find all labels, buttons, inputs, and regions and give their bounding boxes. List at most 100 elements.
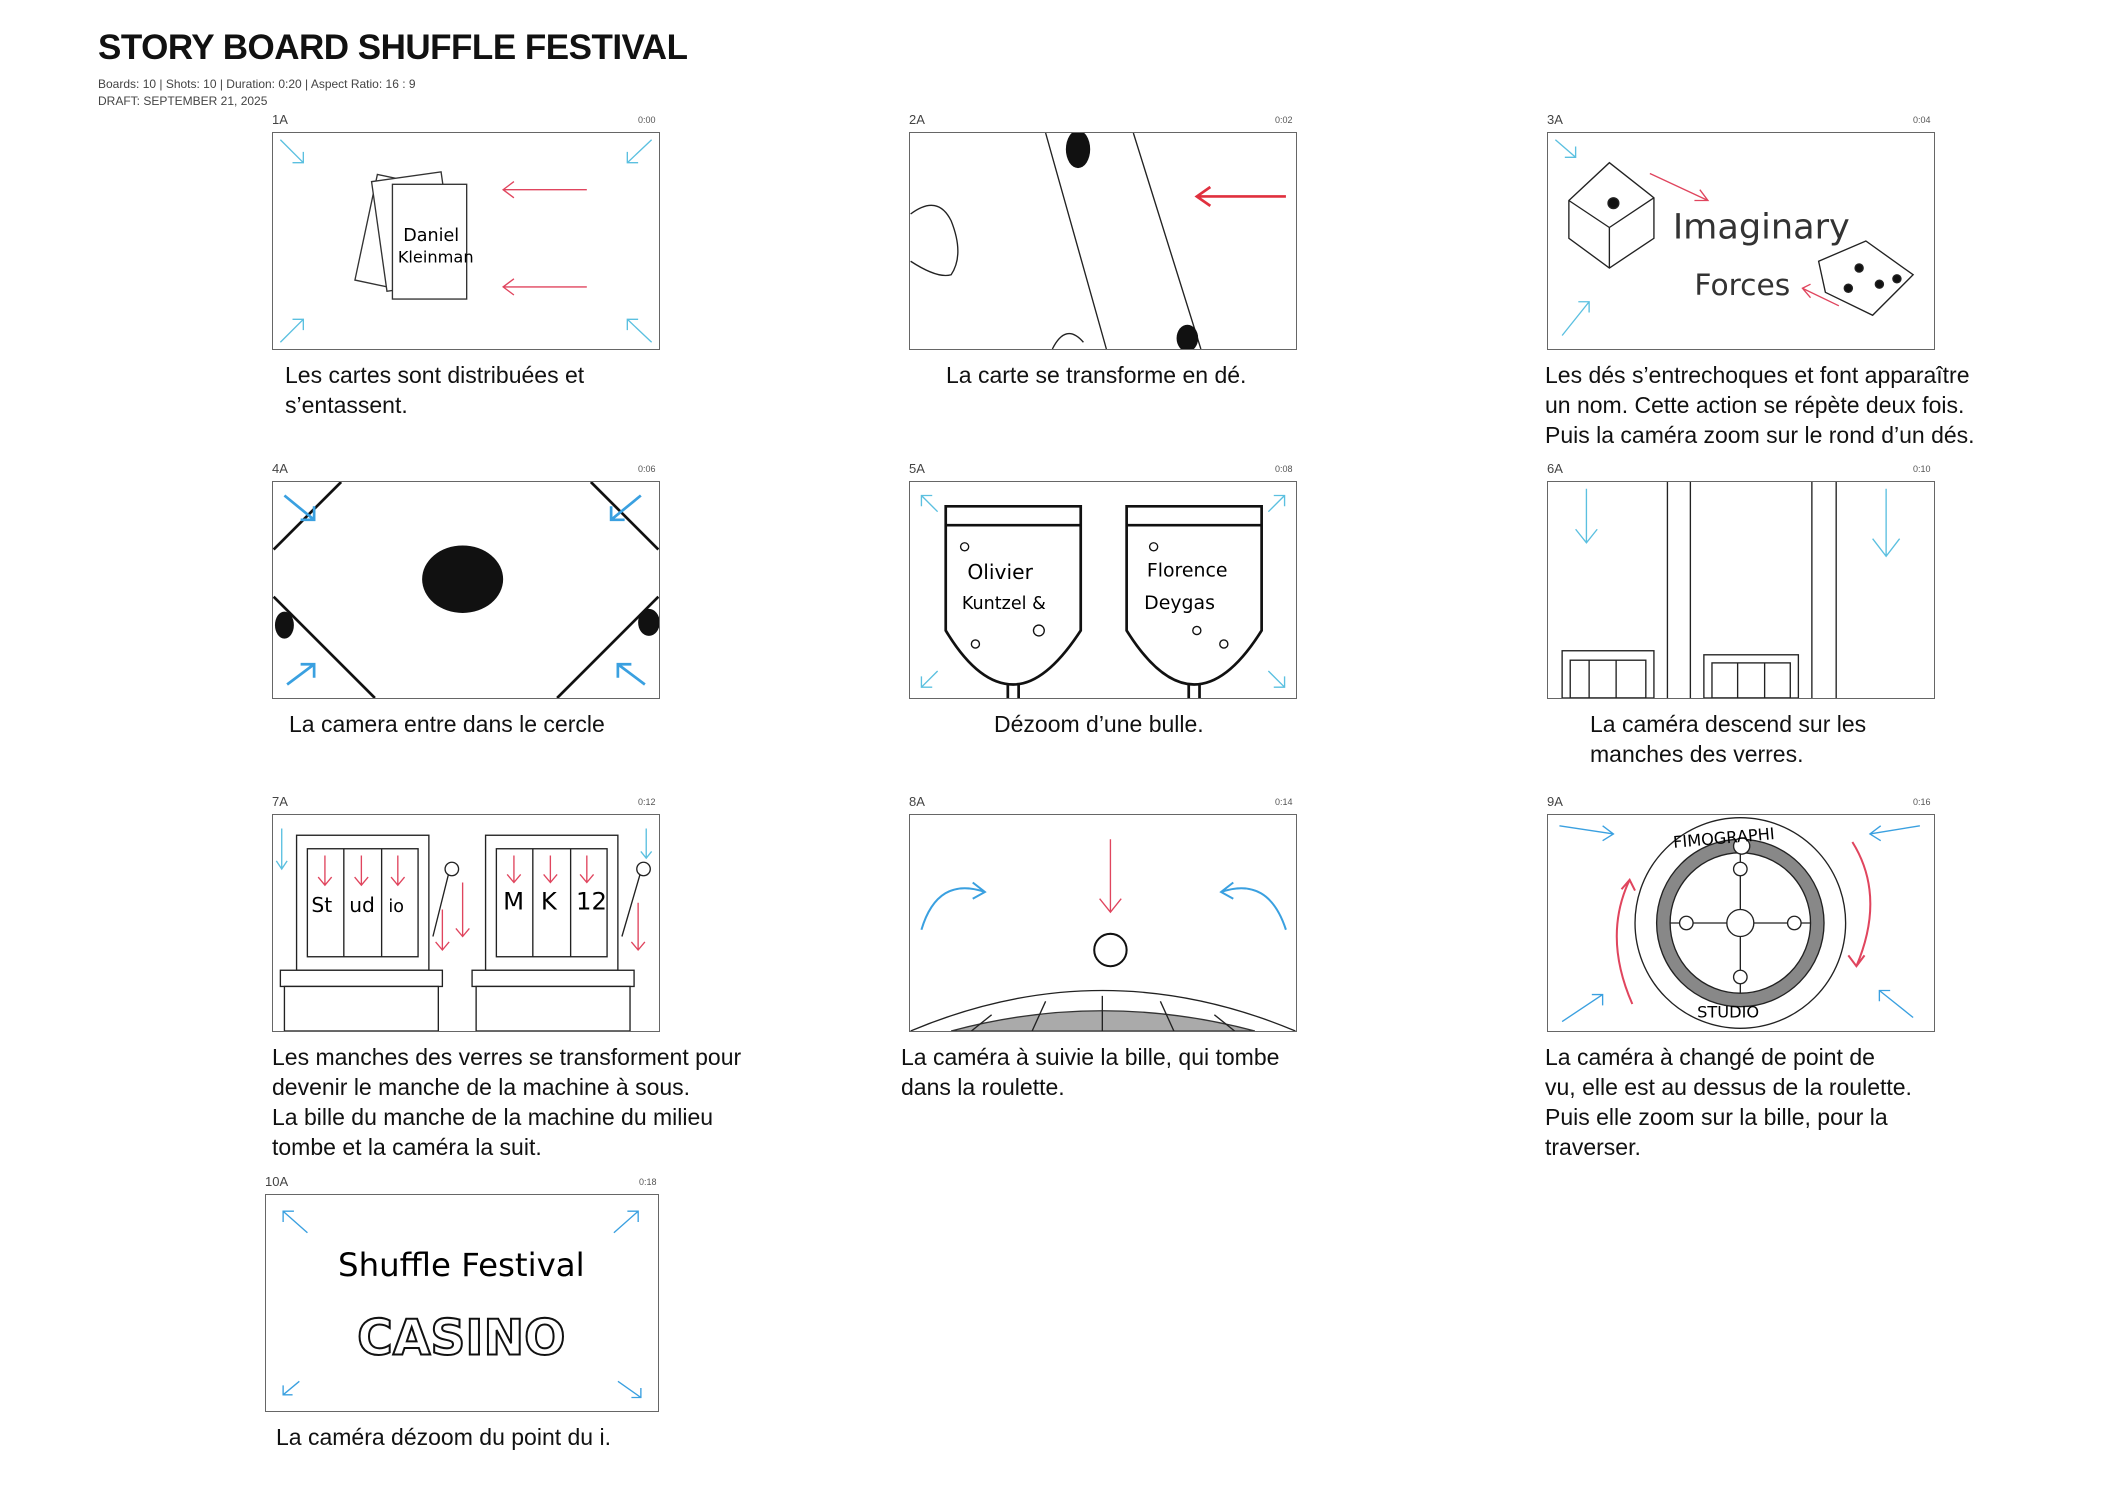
board-timecode: 0:10 [1913, 464, 1931, 474]
camera-arrows-icon [920, 494, 1286, 688]
red-arrow-icon [1194, 185, 1286, 208]
caption-line: un nom. Cette action se répète deux fois… [1545, 392, 1965, 418]
sketch-text: M [503, 887, 524, 916]
board-timecode: 0:12 [638, 797, 656, 807]
board-label: 8A [909, 794, 925, 809]
board-caption: La camera entre dans le cercle [289, 709, 605, 739]
sketch-text: ud [349, 893, 375, 917]
board-frame: Imaginary Forces [1547, 132, 1935, 350]
sketch-glasses: Olivier Kuntzel & Florence Deygas [920, 494, 1286, 698]
board-meta: Boards: 10 | Shots: 10 | Duration: 0:20 … [98, 77, 416, 91]
caption-line: Les manches des verres se transforment p… [272, 1044, 742, 1070]
sketch-text: St [311, 893, 332, 917]
sketch-dice: Imaginary Forces [1554, 139, 1915, 336]
sketch-text: CASINO [357, 1310, 565, 1366]
board-caption: La carte se transforme en dé. [946, 360, 1246, 390]
board-caption: La caméra à suivie la bille, qui tombe da… [901, 1042, 1279, 1102]
caption-line: La caméra descend sur les [1590, 711, 1867, 737]
board-label: 4A [272, 461, 288, 476]
sketch-text: STUDIO [1697, 1003, 1759, 1022]
red-arrow-icon [1649, 172, 1840, 307]
board-timecode: 0:18 [639, 1177, 657, 1187]
camera-arrows-icon [1559, 825, 1920, 1023]
board-caption: Dézoom d’une bulle. [994, 709, 1204, 739]
board-caption: Les manches des verres se transforment p… [272, 1042, 741, 1162]
sketch-text: Kleinman [398, 248, 474, 267]
caption-line: Puis la caméra zoom sur le rond d’un dés… [1545, 422, 1975, 448]
sketch-text: Kuntzel & [962, 594, 1046, 614]
caption-line: Puis elle zoom sur la bille, pour la [1545, 1104, 1888, 1130]
sketch-stems [1561, 482, 1901, 698]
board-label: 7A [272, 794, 288, 809]
board-frame [909, 132, 1297, 350]
sketch-text: Forces [1694, 268, 1790, 303]
board-caption: La caméra à changé de point de vu, elle e… [1545, 1042, 1912, 1162]
board-timecode: 0:08 [1275, 464, 1293, 474]
down-arrow-icon [275, 828, 653, 871]
caption-line: La caméra à changé de point de [1545, 1044, 1875, 1070]
board-label: 1A [272, 112, 288, 127]
board-label: 5A [909, 461, 925, 476]
board-timecode: 0:00 [638, 115, 656, 125]
board-label: 9A [1547, 794, 1563, 809]
board-timecode: 0:06 [638, 464, 656, 474]
sketch-die-circle [273, 482, 659, 698]
curved-arrow-icon [1615, 841, 1872, 1005]
sketch-text: 12 [576, 887, 607, 916]
board-timecode: 0:14 [1275, 797, 1293, 807]
camera-arrows-icon [1554, 139, 1590, 336]
sketch-cards: Daniel Kleinman [279, 139, 653, 343]
board-timecode: 0:16 [1913, 797, 1931, 807]
camera-arrows-icon [279, 139, 653, 343]
sketch-text: io [388, 897, 404, 917]
caption-line: Dézoom d’une bulle. [994, 711, 1204, 737]
caption-line: tombe et la caméra la suit. [272, 1134, 542, 1160]
sketch-casino-title: Shuffle Festival CASINO [282, 1210, 642, 1399]
board-frame: FIMOGRAPHI STUDIO [1547, 814, 1935, 1032]
board-timecode: 0:04 [1913, 115, 1931, 125]
board-frame: Shuffle Festival CASINO [265, 1194, 659, 1412]
board-frame: St ud io M K 12 [272, 814, 660, 1032]
board-label: 10A [265, 1174, 289, 1189]
sketch-text: Imaginary [1673, 206, 1850, 247]
sketch-text: Florence [1147, 560, 1228, 582]
caption-line: dans la roulette. [901, 1074, 1065, 1100]
sketch-card-transform [910, 133, 1286, 349]
camera-arrows-icon [283, 494, 646, 686]
camera-arrows-icon [282, 1210, 642, 1399]
red-arrow-icon [502, 181, 587, 296]
caption-line: devenir le manche de la machine à sous. [272, 1074, 691, 1100]
caption-line: La caméra à suivie la bille, qui tombe [901, 1044, 1280, 1070]
board-caption: La caméra dézoom du point du i. [276, 1422, 611, 1452]
board-frame: Olivier Kuntzel & Florence Deygas [909, 481, 1297, 699]
page-title: STORY BOARD SHUFFLE FESTIVAL [98, 28, 688, 67]
caption-line: traverser. [1545, 1134, 1641, 1160]
down-arrow-icon [1575, 488, 1901, 558]
caption-line: Les cartes sont distribuées et [285, 362, 585, 388]
sketch-slot-machines: St ud io M K 12 [275, 828, 653, 1031]
sketch-roulette: FIMOGRAPHI STUDIO [1559, 817, 1920, 1029]
caption-line: La camera entre dans le cercle [289, 711, 605, 737]
board-timecode: 0:02 [1275, 115, 1293, 125]
board-label: 6A [1547, 461, 1563, 476]
board-caption: Les dés s’entrechoques et font apparaîtr… [1545, 360, 1975, 450]
sketch-text: K [541, 887, 558, 916]
curved-arrow-icon [920, 881, 1287, 931]
caption-line: La caméra dézoom du point du i. [276, 1424, 611, 1450]
red-arrow-icon [317, 855, 646, 952]
board-frame [1547, 481, 1935, 699]
board-frame [909, 814, 1297, 1032]
board-frame: Daniel Kleinman [272, 132, 660, 350]
sketch-ball-fall [910, 839, 1296, 1031]
board-frame [272, 481, 660, 699]
caption-line: vu, elle est au dessus de la roulette. [1545, 1074, 1912, 1100]
sketch-text: Olivier [967, 560, 1033, 584]
sketch-text: Shuffle Festival [338, 1246, 585, 1284]
caption-line: Les dés s’entrechoques et font apparaîtr… [1545, 362, 1970, 388]
sketch-text: Deygas [1144, 592, 1215, 614]
draft-date: DRAFT: SEPTEMBER 21, 2025 [98, 94, 268, 108]
board-label: 2A [909, 112, 925, 127]
